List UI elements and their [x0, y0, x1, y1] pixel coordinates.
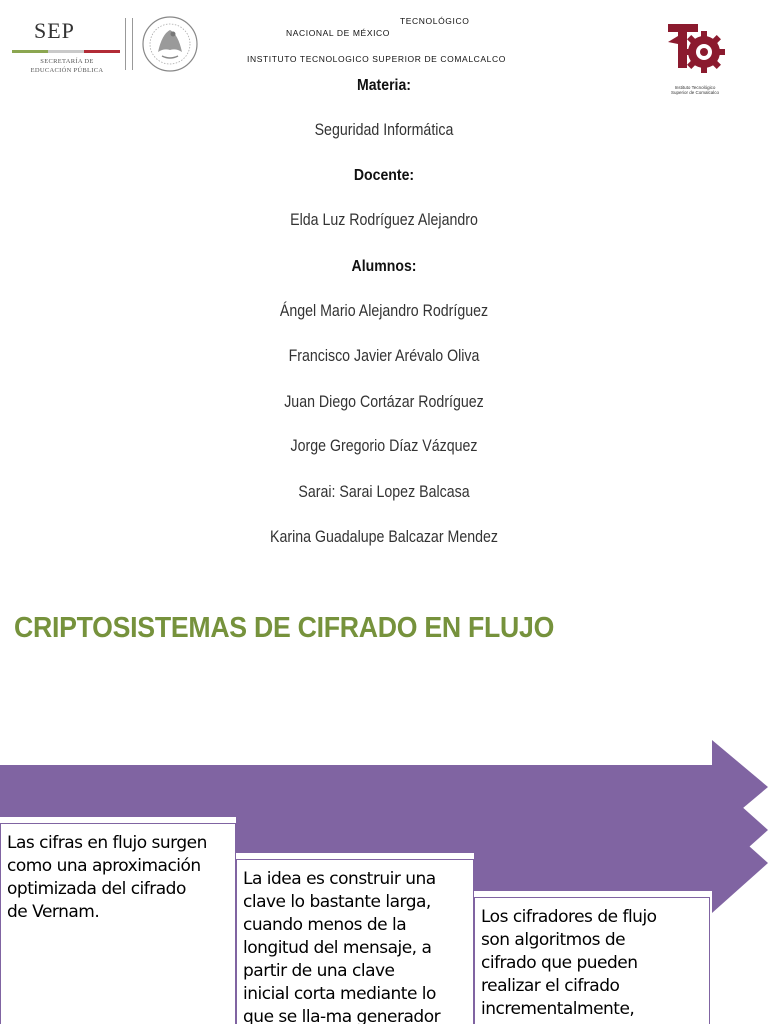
itsc-caption1: Instituto Tecnológico [674, 85, 716, 90]
step-line: realizar el cifrado [481, 976, 620, 996]
process-arrow-2 [236, 780, 768, 880]
alumno-item: Jorge Gregorio Díaz Vázquez [290, 437, 478, 455]
itsc-gear-icon [668, 24, 725, 73]
step-line: de Vernam. [7, 902, 100, 922]
docente-label: Docente: [353, 167, 415, 184]
itsc-caption2: Superior de Comalcalco [670, 90, 720, 95]
itsc-logo: Instituto Tecnológico Superior de Comalc… [662, 18, 728, 95]
header-instituto: INSTITUTO TECNOLOGICO SUPERIOR DE COMALC… [247, 54, 506, 64]
step-line: incrementalmente, [481, 999, 635, 1019]
step-line: optimizada del cifrado [7, 879, 186, 899]
step-line: Los cifradores de flujo [481, 907, 657, 927]
step-line: La idea es construir una [243, 869, 436, 889]
alumno-item: Sarai: Sarai Lopez Balcasa [298, 483, 470, 501]
process-arrows [0, 740, 768, 913]
step-line: que se lla-ma generador [243, 1007, 441, 1024]
sep-divider [125, 18, 133, 70]
sep-logo: SEP SECRETARÍA DE EDUCACIÓN PÚBLICA [8, 14, 198, 74]
process-step-2: La idea es construir una clave lo bastan… [236, 859, 474, 1024]
sep-bar-green [12, 50, 48, 53]
sep-abbr: SEP [34, 18, 75, 43]
step-line: partir de una clave [243, 961, 395, 981]
process-step-3: Los cifradores de flujo son algoritmos d… [474, 897, 710, 1024]
sep-bar-gray [48, 50, 84, 53]
sep-line1: SECRETARÍA DE [40, 58, 94, 65]
alumno-item: Francisco Javier Arévalo Oliva [288, 347, 480, 365]
step-line: cifrado que pueden [481, 953, 638, 973]
step-line: longitud del mensaje, a [243, 938, 432, 958]
step-line: son algoritmos de [481, 930, 626, 950]
step-line: cuando menos de la [243, 915, 407, 935]
step-line: Las cifras en flujo surgen [7, 833, 207, 853]
sep-line2: EDUCACIÓN PÚBLICA [30, 67, 104, 74]
mexico-seal-icon [142, 16, 198, 72]
alumno-item: Karina Guadalupe Balcazar Mendez [270, 528, 498, 546]
alumnos-label: Alumnos: [351, 258, 417, 275]
sep-bar-red [84, 50, 120, 53]
process-arrow-3 [474, 813, 768, 913]
process-diagram: Las cifras en flujo surgen como una apro… [0, 735, 768, 1024]
header-tecnologico: TECNOLÓGICO [400, 16, 470, 26]
alumno-item: Ángel Mario Alejandro Rodríguez [279, 302, 489, 320]
alumno-item: Juan Diego Cortázar Rodríguez [284, 393, 484, 411]
header-nacional: NACIONAL DE MÉXICO [286, 28, 391, 38]
step-line: como una aproximación [7, 856, 201, 876]
materia-value: Seguridad Informática [314, 121, 454, 139]
step-line: inicial corta mediante lo [243, 984, 436, 1004]
section-title: CRIPTOSISTEMAS DE CIFRADO EN FLUJO [14, 612, 555, 644]
process-step-1: Las cifras en flujo surgen como una apro… [0, 823, 236, 1024]
step-line: clave lo bastante larga, [243, 892, 431, 912]
docente-value: Elda Luz Rodríguez Alejandro [290, 211, 478, 229]
materia-label: Materia: [356, 77, 411, 94]
